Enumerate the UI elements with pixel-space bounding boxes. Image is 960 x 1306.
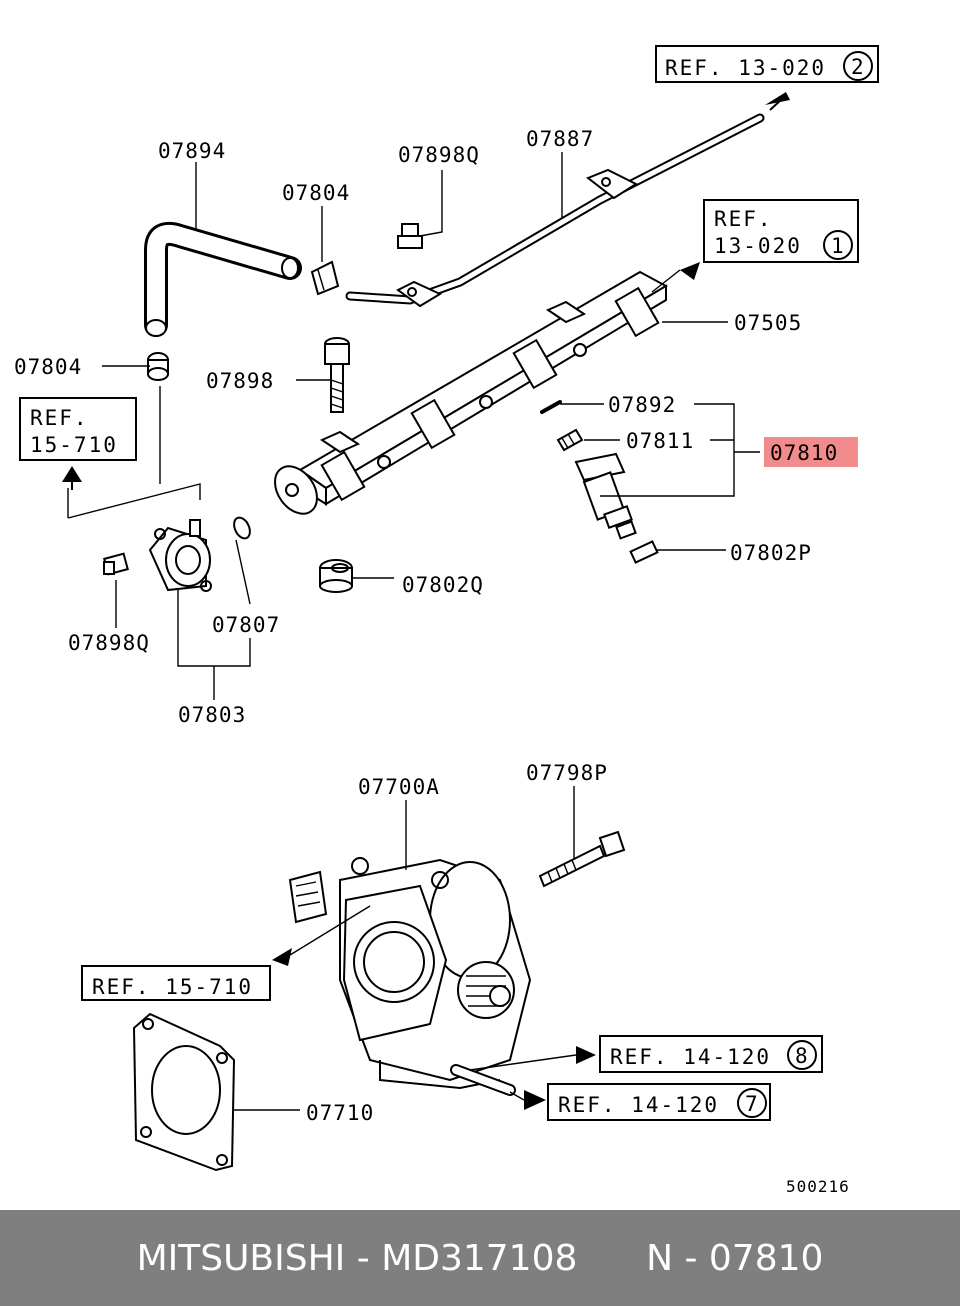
- insulator-07802Q[interactable]: [319, 559, 353, 593]
- arrow-to-ref-14-120-8: [576, 1046, 596, 1064]
- footer-brand: MITSUBISHI: [136, 1237, 346, 1279]
- label-07892: 07892: [608, 393, 676, 417]
- o-ring-07892[interactable]: [540, 400, 562, 414]
- label-07811: 07811: [626, 429, 694, 453]
- svg-text:13-020: 13-020: [714, 234, 802, 258]
- bolt-07898Q-bottom[interactable]: [103, 552, 129, 576]
- label-07807: 07807: [212, 613, 280, 637]
- footer-separator-2: -: [673, 1237, 709, 1279]
- svg-text:REF. 14-120: REF. 14-120: [610, 1045, 771, 1069]
- pressure-regulator-07803[interactable]: [148, 519, 212, 592]
- throttle-body-07700A[interactable]: [288, 857, 532, 1096]
- svg-text:REF. 14-120: REF. 14-120: [558, 1093, 719, 1117]
- label-07894: 07894: [158, 139, 226, 163]
- footer-part-number: MD317108: [381, 1237, 578, 1279]
- bolt-07798P[interactable]: [538, 830, 626, 888]
- svg-text:2: 2: [851, 55, 865, 79]
- arrow-to-ref-15-710-top: [62, 466, 82, 490]
- label-07700A: 07700A: [358, 775, 440, 799]
- svg-text:8: 8: [795, 1044, 809, 1068]
- ref-box-15-710-bottom[interactable]: REF. 15-710: [81, 965, 271, 1001]
- diagram-code: 500216: [786, 1177, 850, 1196]
- fuel-hose-07894[interactable]: [144, 221, 302, 337]
- label-07898Q-bottom: 07898Q: [68, 631, 150, 655]
- footer-code-prefix: N: [646, 1237, 674, 1279]
- svg-text:15-710: 15-710: [30, 433, 118, 457]
- ref-box-14-120-7[interactable]: REF. 14-120 7: [547, 1083, 771, 1121]
- ref-box-14-120-8[interactable]: REF. 14-120 8: [599, 1035, 823, 1073]
- svg-text:1: 1: [831, 234, 845, 258]
- label-07810[interactable]: 07810: [770, 441, 838, 465]
- footer-separator: -: [345, 1237, 382, 1279]
- footer-bar: MITSUBISHI - MD317108 N - 07810: [0, 1210, 960, 1306]
- footer-gap: [577, 1238, 646, 1279]
- highlight-07810: [764, 437, 858, 467]
- ref-box-15-710-top[interactable]: REF. 15-710: [19, 397, 137, 461]
- label-07898Q-top: 07898Q: [398, 143, 480, 167]
- hose-clip-07804-left[interactable]: [147, 352, 169, 381]
- parts-diagram: REF. 13-020 2 REF. 13-020 1 REF. 15-710 …: [14, 45, 879, 1196]
- seal-07802P[interactable]: [629, 540, 659, 564]
- label-07798P: 07798P: [526, 761, 608, 785]
- arrow-to-ref-13-020-2: [765, 92, 790, 111]
- label-07804-top: 07804: [282, 181, 350, 205]
- label-07802Q: 07802Q: [402, 573, 484, 597]
- ref-box-13-020-2[interactable]: REF. 13-020 2: [655, 45, 879, 83]
- gasket-07710[interactable]: [132, 1012, 236, 1172]
- arrow-to-ref-14-120-7: [524, 1090, 546, 1110]
- label-07887: 07887: [526, 127, 594, 151]
- ref-box-13-020-1[interactable]: REF. 13-020 1: [703, 199, 859, 263]
- hose-clip-07804-top[interactable]: [310, 260, 340, 296]
- bolt-07898Q-top[interactable]: [397, 223, 423, 249]
- bolt-07898[interactable]: [324, 337, 350, 413]
- filter-07811[interactable]: [556, 428, 584, 452]
- svg-text:REF. 15-710: REF. 15-710: [92, 975, 253, 999]
- label-07803: 07803: [178, 703, 246, 727]
- label-07710: 07710: [306, 1101, 374, 1125]
- footer-code: 07810: [708, 1237, 824, 1279]
- svg-text:REF.: REF.: [714, 207, 773, 231]
- arrow-to-ref-15-710-bottom: [272, 948, 292, 966]
- label-07804-left: 07804: [14, 355, 82, 379]
- svg-text:7: 7: [745, 1092, 759, 1116]
- leader-lines: [67, 152, 760, 1111]
- o-ring-07807[interactable]: [231, 515, 253, 541]
- label-07802P: 07802P: [730, 541, 812, 565]
- fuel-pipe-07887[interactable]: [345, 113, 765, 308]
- arrow-to-ref-13-020-1: [680, 262, 700, 280]
- fuel-rail-07505[interactable]: [266, 270, 669, 522]
- svg-text:REF.: REF.: [30, 406, 89, 430]
- svg-text:REF. 13-020: REF. 13-020: [665, 56, 826, 80]
- label-07898: 07898: [206, 369, 274, 393]
- label-07505: 07505: [734, 311, 802, 335]
